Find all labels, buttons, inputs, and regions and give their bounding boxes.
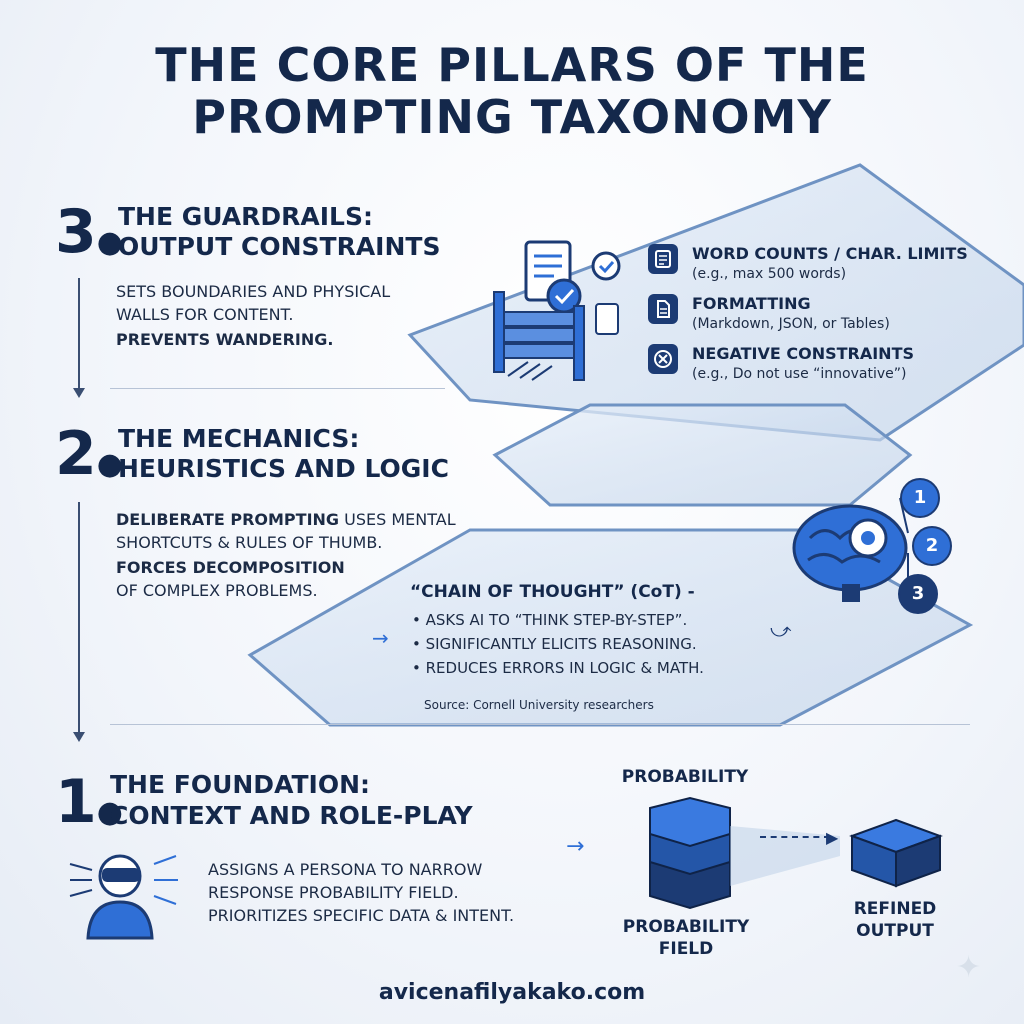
title-line-2: PROMPTING TAXONOMY [192,90,832,144]
pillar3-desc-1: SETS BOUNDARIES AND PHYSICAL [116,282,391,301]
constraint-item: FORMATTING (Markdown, JSON, or Tables) [648,294,988,334]
pillar2-desc-4: OF COMPLEX PROBLEMS. [116,581,318,600]
constraints-list: WORD COUNTS / CHAR. LIMITS (e.g., max 50… [648,244,988,384]
pillar2-desc-2: SHORTCUTS & RULES OF THUMB. [116,533,383,552]
pillar3-arrow-down-icon [73,388,85,398]
bottom-glass-layer [247,528,974,727]
constraint-sub: (e.g., Do not use “innovative”) [692,366,907,382]
cot-source: Source: Cornell University researchers [424,698,654,712]
pillar1-heading-1: THE FOUNDATION: [110,770,370,799]
pillar3-divider [110,388,445,389]
cot-bullet: • SIGNIFICANTLY ELICITS REASONING. [412,635,697,653]
pillar3-number: 3● [55,197,123,267]
pillar3-heading-2: OUTPUT CONSTRAINTS [118,232,441,261]
cot-arrow-icon: → [372,626,389,650]
cot-bullet: • ASKS AI TO “THINK STEP-BY-STEP”. [412,611,688,629]
checklist-icon [648,244,678,274]
footer-website: avicenafilyakako.com [378,980,646,1005]
fence-document-icon [493,240,621,381]
constraint-sub: (e.g., max 500 words) [692,266,847,282]
pillar3-desc-2: WALLS FOR CONTENT. [116,305,294,324]
refined-output-label-1: REFINED [853,899,937,919]
brain-gear-icon [792,497,909,602]
pillar3-desc-3: PREVENTS WANDERING. [116,330,334,349]
probability-field-label-1: PROBABILITY [622,917,750,937]
sparkle-icon: ✦ [956,950,982,985]
loop-arrow-icon: ⤻ [770,618,792,642]
constraint-item: NEGATIVE CONSTRAINTS (e.g., Do not use “… [648,344,988,384]
step-badge-3: 3 [898,574,938,614]
cot-title: “CHAIN OF THOUGHT” (CoT) - [410,582,695,602]
pillar3-heading-1: THE GUARDRAILS: [118,202,373,231]
cot-bullets: • ASKS AI TO “THINK STEP-BY-STEP”. • SIG… [412,608,704,680]
dashed-connector [760,836,830,838]
pillar3-arrow-line [78,278,80,390]
pillar1-number: 1● [55,767,123,837]
constraint-title: WORD COUNTS / CHAR. LIMITS [692,244,968,263]
prohibited-icon [648,344,678,374]
top-glass-layer [407,163,1024,442]
pillar2-arrow-line [78,502,80,734]
persona-vr-icon [69,854,178,940]
probability-arrow-icon: → [566,834,585,859]
constraint-title: NEGATIVE CONSTRAINTS [692,344,914,363]
pillar1-desc-3: PRIORITIZES SPECIFIC DATA & INTENT. [208,906,515,925]
cot-bullet: • REDUCES ERRORS IN LOGIC & MATH. [412,659,704,677]
title-line-1: THE CORE PILLARS OF THE [155,38,869,92]
step-badge-1: 1 [900,478,940,518]
middle-glass-layer [492,403,913,507]
pillar2-arrow-down-icon [73,732,85,742]
pillar2-divider [110,724,970,725]
document-icon [648,294,678,324]
pillar1-desc-1: ASSIGNS A PERSONA TO NARROW [208,860,483,879]
probability-top-label: PROBABILITY [621,767,749,787]
constraint-title: FORMATTING [692,294,811,313]
pillar2-desc-1: DELIBERATE PROMPTING USES MENTAL [116,510,456,529]
pillar2-heading-1: THE MECHANICS: [118,424,360,453]
probability-stack-icon [649,796,840,910]
refined-output-label-2: OUTPUT [856,921,934,941]
connector-arrow-icon: ▶ [826,828,839,847]
refined-output-cube-icon [849,818,943,888]
pillar1-desc-2: RESPONSE PROBABILITY FIELD. [208,883,459,902]
pillar1-heading-2: CONTEXT AND ROLE-PLAY [110,801,473,830]
pillar2-heading-2: HEURISTICS AND LOGIC [118,454,449,483]
probability-field-label-2: FIELD [658,939,714,959]
pillar2-desc-3: FORCES DECOMPOSITION [116,558,345,577]
pillar2-number: 2● [55,419,123,489]
step-badge-2: 2 [912,526,952,566]
constraint-item: WORD COUNTS / CHAR. LIMITS (e.g., max 50… [648,244,988,284]
constraint-sub: (Markdown, JSON, or Tables) [692,316,890,332]
